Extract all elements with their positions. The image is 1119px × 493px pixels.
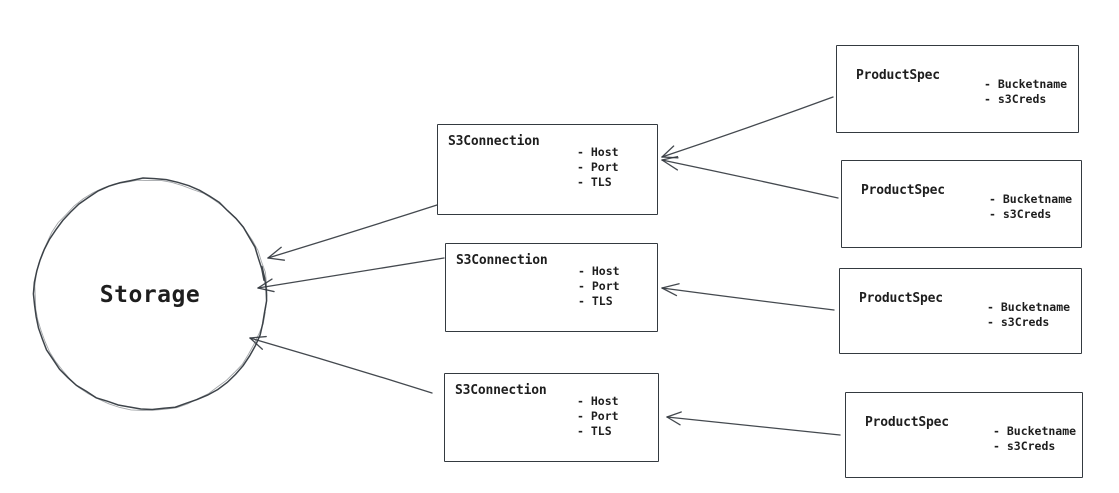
s3connection-title: S3Connection <box>448 134 540 149</box>
productspec-field: - s3Creds <box>987 315 1050 329</box>
s3connection-field: - Port <box>577 409 619 423</box>
s3connection-field: - Port <box>578 279 620 293</box>
s3connection-box[interactable]: S3Connection - Host- Port- TLS <box>445 243 658 332</box>
productspec-fields: - Bucketname- s3Creds <box>984 77 1067 107</box>
arrow-conn2-to-storage <box>257 257 445 293</box>
s3connection-fields: - Host- Port- TLS <box>577 394 619 439</box>
productspec-box[interactable]: ProductSpec - Bucketname- s3Creds <box>839 268 1082 354</box>
s3connection-title: S3Connection <box>455 383 547 398</box>
s3connection-fields: - Host- Port- TLS <box>578 264 620 309</box>
productspec-box[interactable]: ProductSpec - Bucketname- s3Creds <box>836 45 1079 133</box>
s3connection-field: - Host <box>577 394 619 408</box>
productspec-field: - Bucketname <box>987 300 1071 314</box>
productspec-fields: - Bucketname- s3Creds <box>993 424 1076 454</box>
productspec-fields: - Bucketname- s3Creds <box>987 300 1070 330</box>
arrow-conn3-to-storage <box>249 335 433 394</box>
productspec-title: ProductSpec <box>861 183 945 198</box>
arrow-conn1-to-storage <box>267 204 438 261</box>
productspec-fields: - Bucketname- s3Creds <box>989 192 1072 222</box>
productspec-box[interactable]: ProductSpec - Bucketname- s3Creds <box>845 392 1083 478</box>
productspec-field: - Bucketname <box>989 192 1073 206</box>
productspec-field: - Bucketname <box>984 77 1068 91</box>
productspec-field: - s3Creds <box>984 92 1047 106</box>
productspec-title: ProductSpec <box>856 68 940 83</box>
s3connection-field: - TLS <box>578 294 613 308</box>
productspec-title: ProductSpec <box>859 291 943 306</box>
productspec-field: - Bucketname <box>993 424 1077 438</box>
s3connection-field: - TLS <box>577 424 612 438</box>
arrow-spec4-to-conn3 <box>666 411 841 436</box>
productspec-field: - s3Creds <box>993 439 1056 453</box>
s3connection-field: - Host <box>577 145 619 159</box>
s3connection-title: S3Connection <box>456 253 548 268</box>
storage-circle-label: Storage <box>99 282 201 308</box>
productspec-box[interactable]: ProductSpec - Bucketname- s3Creds <box>841 160 1082 248</box>
productspec-field: - s3Creds <box>989 207 1052 221</box>
s3connection-field: - Port <box>577 160 619 174</box>
s3connection-fields: - Host- Port- TLS <box>577 145 619 190</box>
productspec-title: ProductSpec <box>865 415 949 430</box>
arrow-spec3-to-conn2 <box>661 283 835 311</box>
s3connection-box[interactable]: S3Connection - Host- Port- TLS <box>437 124 658 215</box>
arrow-spec1-to-conn1 <box>661 96 834 159</box>
s3connection-field: - TLS <box>577 175 612 189</box>
arrow-spec2-to-conn1 <box>661 155 839 199</box>
s3connection-box[interactable]: S3Connection - Host- Port- TLS <box>444 373 659 462</box>
s3connection-field: - Host <box>578 264 620 278</box>
